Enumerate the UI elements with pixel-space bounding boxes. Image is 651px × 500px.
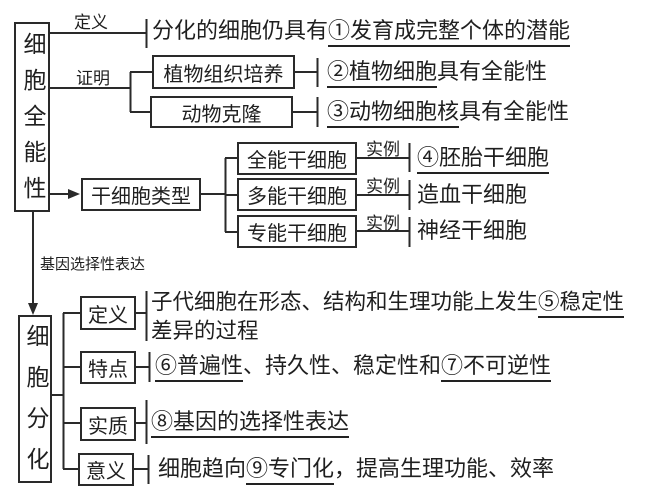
branch-label-proof: 证明 — [76, 69, 110, 89]
plant-result-text: ②植物细胞具有全能性 — [327, 60, 548, 88]
diff-meaning-suffix: ，提高生理功能、效率 — [334, 457, 555, 482]
diff-meaning-prefix: 细胞趋向 — [158, 457, 247, 482]
root-label-differentiation: 细胞分化 — [22, 324, 48, 488]
diff-definition-line2: 差异的过程 — [151, 319, 259, 344]
diff-meaning-text: 细胞趋向⑨专门化，提高生理功能、效率 — [158, 457, 555, 485]
diff-essence-blank-8: ⑧基因的选择性表达 — [151, 410, 350, 438]
plant-result-rest: 具有全能性 — [437, 60, 548, 85]
box-unipotent-stem-cell-label: 专能干细胞 — [247, 221, 347, 245]
arrow-transition-head — [28, 303, 38, 315]
diff-definition-line1: 子代细胞在形态、结构和生理功能上发生⑤稳定性 — [151, 290, 625, 318]
diff-features-blank-6: ⑥普遍性 — [155, 354, 244, 382]
transition-label-gene-expression: 基因选择性表达 — [40, 255, 146, 273]
box-diff-meaning-label: 意义 — [86, 459, 126, 483]
example-label-2: 实例 — [366, 177, 400, 197]
example-text-3: 神经干细胞 — [417, 220, 527, 243]
definition-blank-1: ①发育成完整个体的潜能 — [328, 19, 571, 47]
root-box-totipotency: 细胞全能性 — [14, 22, 50, 212]
example-label-1: 实例 — [366, 140, 400, 160]
box-plant-tissue-culture: 植物组织培养 — [152, 55, 295, 89]
box-stem-cell-types-label: 干细胞类型 — [91, 184, 191, 208]
box-diff-meaning: 意义 — [78, 453, 134, 486]
box-pluripotent-stem-cell: 多能干细胞 — [237, 178, 357, 211]
box-stem-cell-types: 干细胞类型 — [81, 178, 201, 211]
definition-text-prefix: 分化的细胞仍具有 — [152, 19, 329, 44]
box-animal-cloning: 动物克隆 — [150, 96, 293, 128]
example-text-2: 造血干细胞 — [417, 184, 527, 207]
plant-result-blank-2: ②植物细胞 — [327, 60, 438, 88]
box-diff-definition-label: 定义 — [88, 302, 128, 327]
diff-definition-blank-5: ⑤稳定性 — [538, 290, 625, 318]
animal-result-text: ③动物细胞核具有全能性 — [327, 100, 570, 128]
example-rest-3: 神经干细胞 — [417, 219, 528, 244]
definition-text: 分化的细胞仍具有①发育成完整个体的潜能 — [152, 19, 571, 47]
box-diff-essence-label: 实质 — [88, 413, 128, 438]
branch-label-definition: 定义 — [74, 13, 108, 33]
diff-meaning-blank-9: ⑨专门化 — [246, 457, 335, 485]
diff-features-mid: 、持久性、稳定性和 — [243, 354, 442, 379]
box-animal-cloning-label: 动物克隆 — [181, 101, 262, 126]
example-blank-4: ④胚胎干细胞 — [417, 146, 550, 174]
box-plant-tissue-culture-label: 植物组织培养 — [163, 61, 284, 86]
box-totipotent-stem-cell-label: 全能干细胞 — [247, 148, 347, 172]
root-label-totipotency: 细胞全能性 — [19, 32, 45, 212]
arrow-to-stemtypes-head — [68, 189, 80, 199]
diff-definition-prefix: 子代细胞在形态、结构和生理功能上发生 — [151, 290, 539, 315]
animal-result-blank-3: ③动物细胞核 — [327, 100, 460, 128]
diff-features-blank-7: ⑦不可逆性 — [441, 354, 552, 382]
root-box-differentiation: 细胞分化 — [18, 315, 52, 488]
example-label-3: 实例 — [366, 214, 400, 234]
box-pluripotent-stem-cell-label: 多能干细胞 — [247, 184, 347, 208]
box-diff-features-label: 特点 — [88, 357, 128, 381]
box-diff-definition: 定义 — [80, 296, 136, 330]
example-text-1: ④胚胎干细胞 — [417, 146, 550, 174]
example-rest-2: 造血干细胞 — [417, 183, 528, 208]
box-totipotent-stem-cell: 全能干细胞 — [237, 142, 357, 175]
box-diff-features: 特点 — [80, 351, 136, 384]
box-unipotent-stem-cell: 专能干细胞 — [237, 215, 357, 248]
animal-result-rest: 具有全能性 — [459, 100, 570, 125]
diff-features-text: ⑥普遍性、持久性、稳定性和⑦不可逆性 — [155, 354, 552, 382]
diff-essence-text: ⑧基因的选择性表达 — [151, 410, 350, 438]
box-diff-essence: 实质 — [80, 407, 136, 441]
